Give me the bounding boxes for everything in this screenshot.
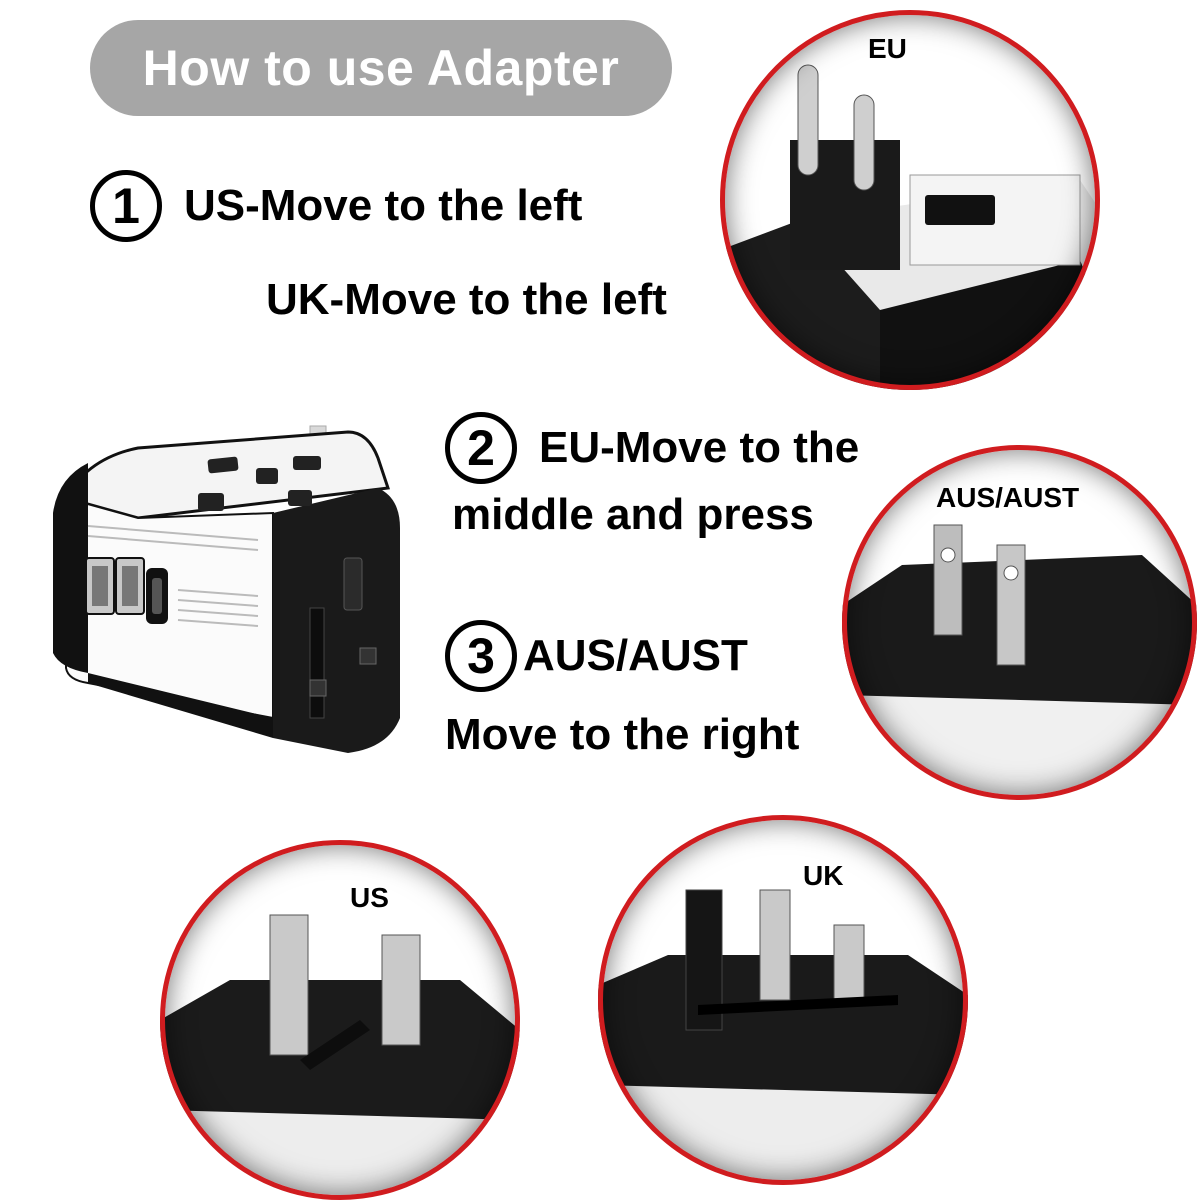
eu-plug-image <box>720 10 1100 390</box>
step-1-line2: UK-Move to the left <box>266 275 667 324</box>
step-2-line1: EU-Move to the <box>539 423 860 472</box>
eu-label: EU <box>868 33 907 64</box>
uk-plug-image <box>598 815 968 1185</box>
us-plug-image <box>160 840 520 1200</box>
step-3-line2: Move to the right <box>445 710 800 759</box>
step-2-number: 2 <box>445 412 517 484</box>
title-banner: How to use Adapter <box>90 20 672 116</box>
step-2-line2: middle and press <box>452 490 814 539</box>
step-3-line1: AUS/AUST <box>523 631 748 680</box>
step-3-number: 3 <box>445 620 517 692</box>
step-2: 2 EU-Move to the <box>445 412 859 484</box>
aus-plug-image <box>842 445 1197 800</box>
step-1-number: 1 <box>90 170 162 242</box>
aus-label: AUS/AUST <box>936 482 1080 513</box>
us-label: US <box>350 882 389 913</box>
step-1-line1: US-Move to the left <box>184 181 583 230</box>
adapter-product-image <box>53 425 400 753</box>
step-1: 1 US-Move to the left <box>90 170 582 242</box>
uk-label: UK <box>803 860 844 891</box>
page-title: How to use Adapter <box>142 40 620 96</box>
